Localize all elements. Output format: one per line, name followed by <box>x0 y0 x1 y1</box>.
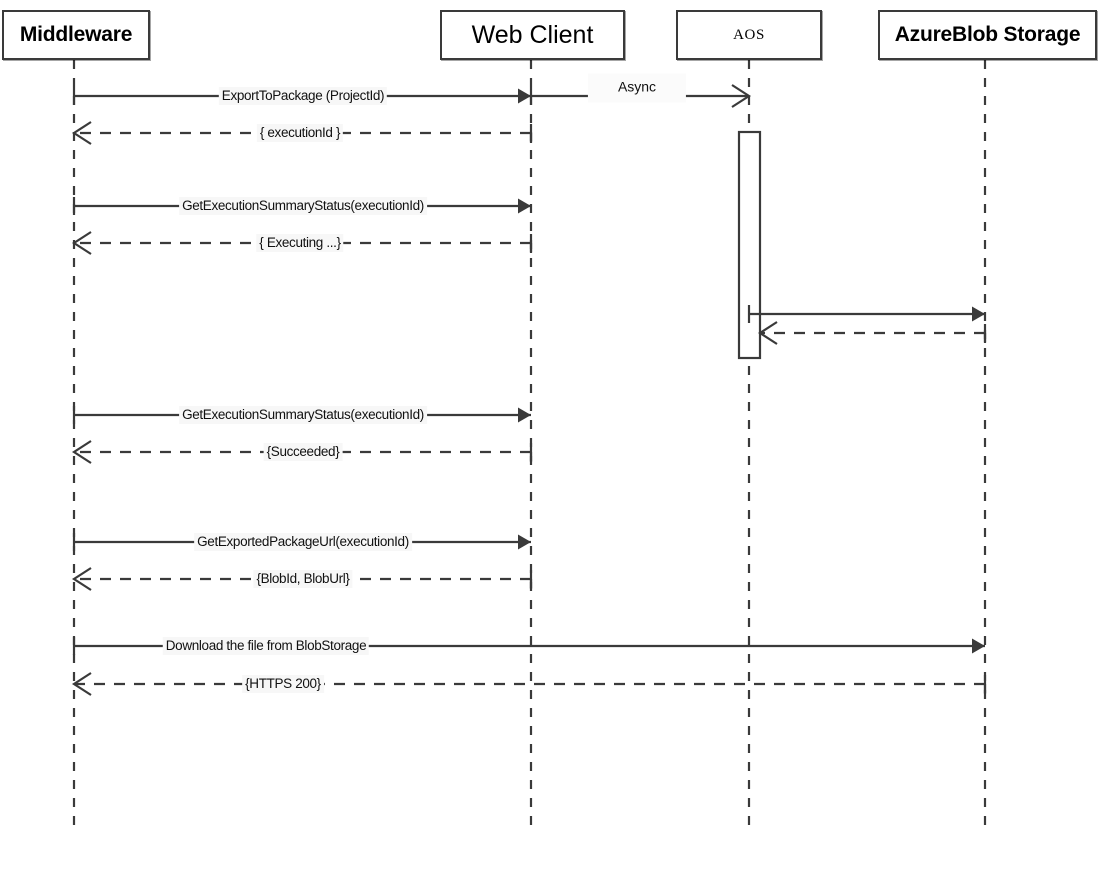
message-label-async: Async <box>587 73 687 103</box>
message-m6 <box>747 305 985 323</box>
activation-bar-aos <box>737 130 762 360</box>
arrowhead-filled-m12 <box>972 638 985 654</box>
arrowhead-filled-m4 <box>518 198 531 214</box>
participant-label-web-client: Web Client <box>471 20 594 49</box>
arrowhead-filled-m8 <box>518 407 531 423</box>
message-label-executing: { Executing ...} <box>256 234 344 252</box>
participant-azureblob-storage[interactable]: AzureBlob Storage <box>878 10 1097 60</box>
participant-label-middleware: Middleware <box>19 23 133 46</box>
participant-label-azureblob-storage: AzureBlob Storage <box>894 23 1081 46</box>
message-label-download-file: Download the file from BlobStorage <box>162 637 370 655</box>
message-label-get-execution-summary-status-2: GetExecutionSummaryStatus(executionId) <box>179 406 427 424</box>
message-m7 <box>757 321 987 345</box>
message-label-execution-id: { executionId } <box>256 124 344 142</box>
participant-web-client[interactable]: Web Client <box>440 10 625 60</box>
participant-aos[interactable]: AOS <box>676 10 822 60</box>
message-label-get-exported-package-url: GetExportedPackageUrl(executionId) <box>194 533 412 551</box>
message-label-https-200: {HTTPS 200} <box>242 675 324 693</box>
message-m13 <box>71 672 987 696</box>
arrowhead-filled-m10 <box>518 534 531 550</box>
message-label-export-to-package: ExportToPackage (ProjectId) <box>218 87 388 105</box>
arrowhead-filled-m6 <box>972 306 985 322</box>
arrowhead-open-m11 <box>71 567 92 591</box>
arrowhead-filled-m1 <box>518 88 531 104</box>
arrowhead-open-m5 <box>71 231 92 255</box>
arrowhead-open-m7 <box>757 321 778 345</box>
arrowhead-open-m3 <box>71 121 92 145</box>
participant-middleware[interactable]: Middleware <box>2 10 150 60</box>
message-label-get-execution-summary-status-1: GetExecutionSummaryStatus(executionId) <box>179 197 427 215</box>
arrowhead-open-m9 <box>71 440 92 464</box>
arrowhead-open-m2 <box>731 84 752 108</box>
arrowhead-open-m13 <box>71 672 92 696</box>
message-label-succeeded: {Succeeded} <box>263 443 343 461</box>
message-label-blobid-bloburl: {BlobId, BlobUrl} <box>253 570 353 588</box>
participant-label-aos: AOS <box>733 26 765 43</box>
